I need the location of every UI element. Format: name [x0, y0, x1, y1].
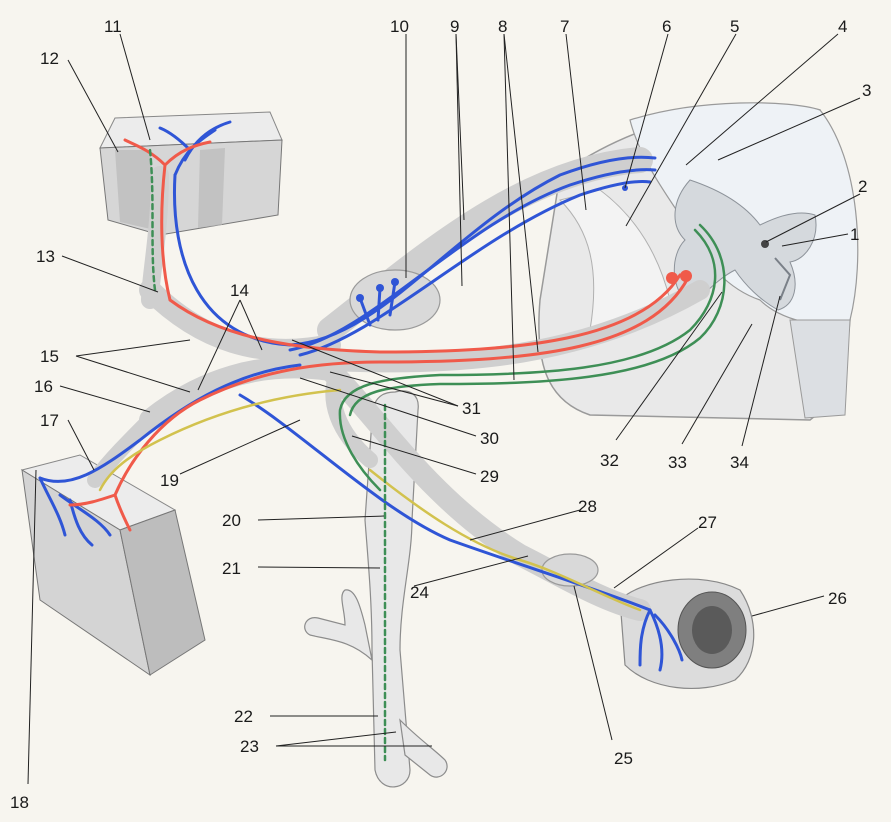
label-11: 11: [104, 17, 122, 36]
label-29: 29: [480, 467, 499, 486]
leader-19: [180, 420, 300, 474]
intestine-inner: [692, 606, 732, 654]
leader-15a: [76, 340, 190, 356]
label-7: 7: [560, 17, 569, 36]
trunk-branch: [305, 590, 372, 660]
leader-26: [752, 596, 824, 616]
label-2: 2: [858, 177, 867, 196]
label-4: 4: [838, 17, 847, 36]
label-20: 20: [222, 511, 241, 530]
label-33: 33: [668, 453, 687, 472]
label-8: 8: [498, 17, 507, 36]
label-10: 10: [390, 17, 409, 36]
ganglion-cell: [376, 284, 384, 292]
leader-12: [68, 60, 118, 152]
label-25: 25: [614, 749, 633, 768]
leader-21: [258, 567, 380, 568]
label-31: 31: [462, 399, 481, 418]
motor-neuron: [666, 272, 678, 284]
leader-15b: [76, 356, 190, 392]
label-12: 12: [40, 49, 59, 68]
ganglion-cell: [356, 294, 364, 302]
leader-24: [414, 556, 528, 586]
skin-block-upper: [100, 112, 282, 235]
label-15: 15: [40, 347, 59, 366]
label-30: 30: [480, 429, 499, 448]
label-19: 19: [160, 471, 179, 490]
spinal-cord: [539, 103, 858, 420]
label-21: 21: [222, 559, 241, 578]
label-14: 14: [230, 281, 249, 300]
label-5: 5: [730, 17, 739, 36]
label-26: 26: [828, 589, 847, 608]
label-34: 34: [730, 453, 749, 472]
label-27: 27: [698, 513, 717, 532]
label-3: 3: [862, 81, 871, 100]
intestine-segment: [620, 579, 754, 688]
label-28: 28: [578, 497, 597, 516]
label-17: 17: [40, 411, 59, 430]
label-13: 13: [36, 247, 55, 266]
label-16: 16: [34, 377, 53, 396]
label-32: 32: [600, 451, 619, 470]
label-1: 1: [850, 225, 859, 244]
motor-neuron: [680, 270, 692, 282]
label-23: 23: [240, 737, 259, 756]
label-9: 9: [450, 17, 459, 36]
leader-16: [60, 386, 150, 412]
label-24: 24: [410, 583, 429, 602]
label-18: 18: [10, 793, 29, 812]
ganglion-cell: [391, 278, 399, 286]
label-6: 6: [662, 17, 671, 36]
label-22: 22: [234, 707, 253, 726]
